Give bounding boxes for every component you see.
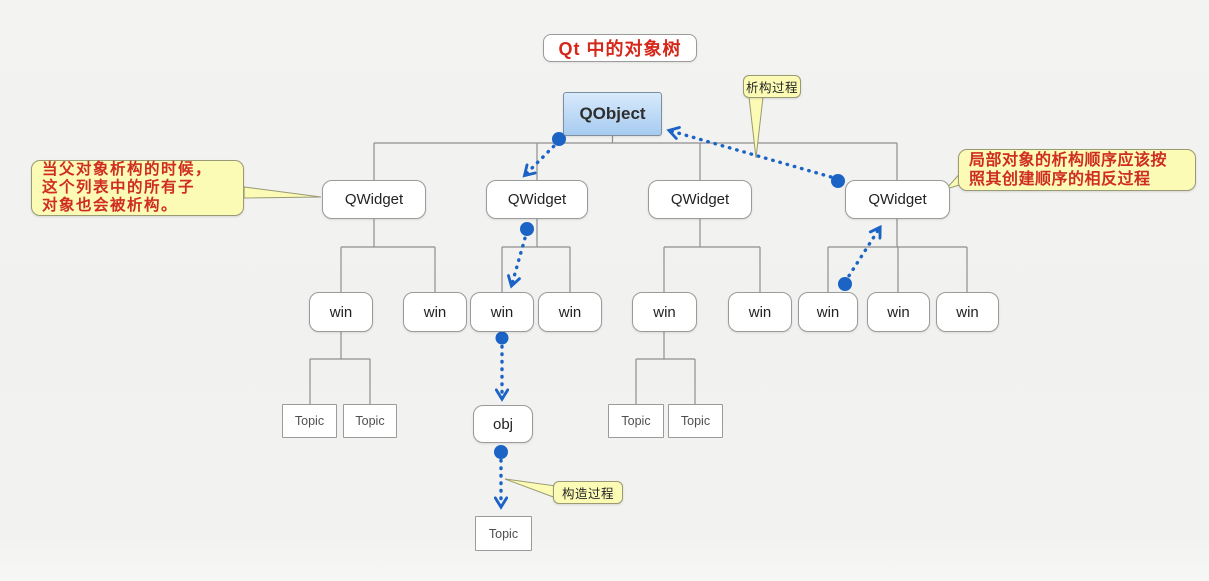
node-topic-3[interactable]: Topic (608, 404, 664, 438)
destructor-callout-tail (748, 96, 764, 159)
node-win-8[interactable]: win (867, 292, 930, 332)
destruction-arrows (666, 126, 882, 291)
arrow-origin-dot (838, 277, 852, 291)
node-qwidget-3[interactable]: QWidget (648, 180, 752, 219)
arrow-origin-dot (831, 174, 845, 188)
note-line: 这个列表中的所有子 (42, 179, 196, 196)
node-win-6[interactable]: win (728, 292, 792, 332)
callout-destructor-process[interactable]: 析构过程 (743, 75, 801, 98)
node-obj[interactable]: obj (473, 405, 533, 443)
node-topic-1[interactable]: Topic (282, 404, 337, 438)
arrow-origin-dot (552, 132, 566, 146)
arrow-origin-dot (495, 331, 509, 345)
node-win-7[interactable]: win (798, 292, 858, 332)
note-line: 对象也会被析构。 (42, 197, 179, 214)
note-parent-destruction[interactable]: 当父对象析构的时候， 这个列表中的所有子 对象也会被析构。 (31, 160, 244, 216)
parent-note-tail (243, 186, 322, 199)
node-topic-4[interactable]: Topic (668, 404, 723, 438)
callout-constructor-process[interactable]: 构造过程 (553, 481, 623, 504)
tree-connector-lines (309, 136, 968, 404)
construction-arrows (493, 132, 566, 510)
node-qobject[interactable]: QObject (563, 92, 662, 136)
node-topic-2[interactable]: Topic (343, 404, 397, 438)
diagram-title[interactable]: Qt 中的对象树 (543, 34, 697, 62)
node-win-4[interactable]: win (538, 292, 602, 332)
node-win-3[interactable]: win (470, 292, 534, 332)
arrow-qwidget4-to-qobject (666, 126, 840, 181)
callout-tails (243, 96, 964, 499)
arrow-qwidget2-to-win3 (507, 229, 529, 289)
arrow-qobject-to-qwidget2 (522, 139, 561, 178)
node-win-1[interactable]: win (309, 292, 373, 332)
constructor-callout-tail (504, 478, 557, 499)
note-line: 照其创建顺序的相反过程 (969, 171, 1151, 188)
arrow-origin-dot (520, 222, 534, 236)
arrow-win7-to-qwidget4 (843, 224, 882, 284)
node-topic-5[interactable]: Topic (475, 516, 532, 551)
node-qwidget-1[interactable]: QWidget (322, 180, 426, 219)
node-win-5[interactable]: win (632, 292, 697, 332)
node-qwidget-2[interactable]: QWidget (486, 180, 588, 219)
node-qwidget-4[interactable]: QWidget (845, 180, 950, 219)
arrow-origin-dot (494, 445, 508, 459)
node-win-9[interactable]: win (936, 292, 999, 332)
note-reverse-order[interactable]: 局部对象的析构顺序应该按 照其创建顺序的相反过程 (958, 149, 1196, 191)
note-line: 局部对象的析构顺序应该按 (969, 152, 1168, 169)
node-win-2[interactable]: win (403, 292, 467, 332)
note-line: 当父对象析构的时候， (42, 161, 213, 178)
